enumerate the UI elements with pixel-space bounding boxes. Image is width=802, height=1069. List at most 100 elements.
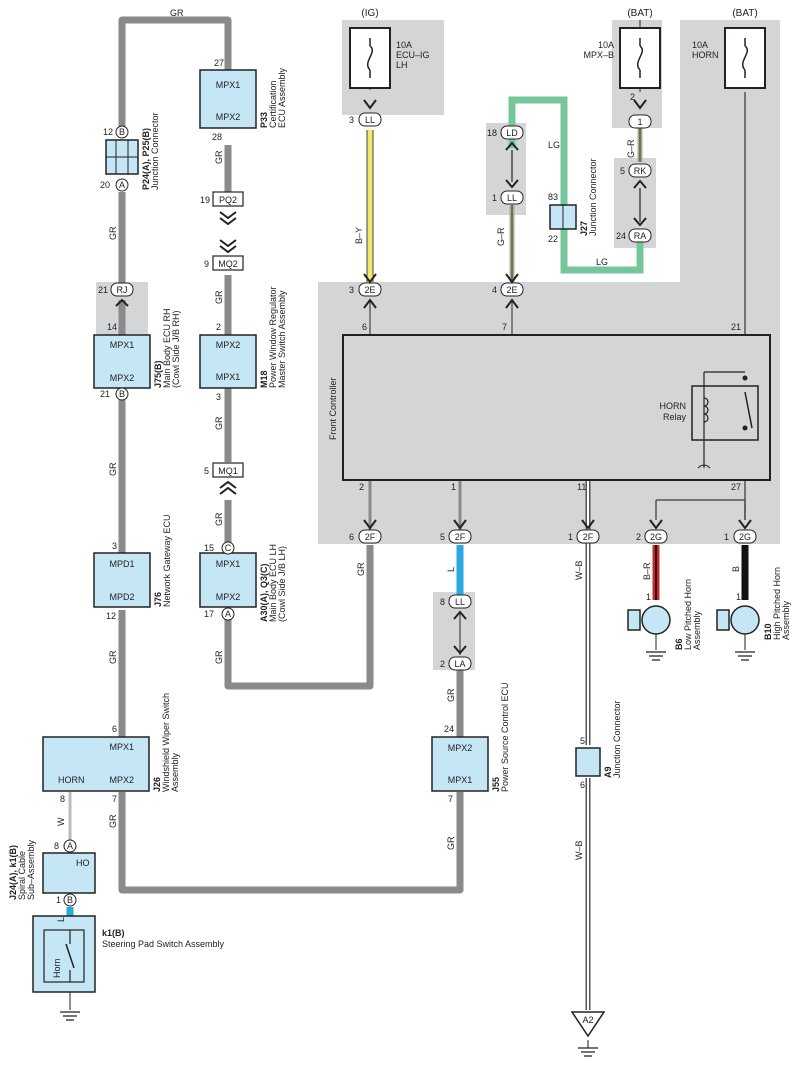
- relay-name2: Relay: [663, 412, 687, 422]
- svg-text:(Cowl Side J/B LH): (Cowl Side J/B LH): [277, 546, 287, 622]
- k1-code: k1(B): [102, 928, 125, 938]
- svg-text:Junction Connector: Junction Connector: [588, 158, 598, 236]
- svg-text:3: 3: [349, 285, 354, 295]
- svg-text:GR: GR: [108, 462, 118, 476]
- svg-text:2E: 2E: [506, 285, 517, 295]
- j27-junction-connector: 83 22 J27 Junction Connector: [548, 158, 598, 244]
- gray-thin-wires: [368, 480, 462, 530]
- svg-text:9: 9: [204, 259, 209, 269]
- connector-rj: RJ 21: [98, 282, 134, 307]
- svg-text:B: B: [731, 566, 741, 572]
- connector-ld: LD 18: [487, 125, 524, 151]
- fuse-mpx-b: [619, 27, 661, 89]
- connector-2e-a: 2E 3: [349, 273, 382, 309]
- b6-code: B6: [674, 638, 684, 650]
- wire-label-lg-1: LG: [548, 140, 560, 150]
- svg-text:3: 3: [112, 541, 117, 551]
- svg-text:Assembly: Assembly: [170, 752, 180, 792]
- svg-text:GR: GR: [214, 512, 224, 526]
- svg-text:A2: A2: [582, 1015, 593, 1025]
- svg-text:6: 6: [580, 780, 585, 790]
- svg-text:RA: RA: [634, 231, 647, 241]
- svg-text:1: 1: [736, 592, 741, 602]
- svg-text:22: 22: [548, 234, 558, 244]
- bat1-label: (BAT): [627, 8, 652, 19]
- fc-pin6: 6: [362, 322, 367, 332]
- fuse-mpx-rating: 10A: [598, 40, 614, 50]
- svg-text:7: 7: [112, 794, 117, 804]
- a30-code: A30(A), Q3(C): [259, 563, 269, 622]
- m18-code: M18: [259, 370, 269, 388]
- svg-text:MPX1: MPX1: [448, 775, 473, 785]
- wire-label-gr-green-1: G–R: [496, 227, 506, 246]
- svg-text:GR: GR: [214, 416, 224, 430]
- svg-text:B: B: [119, 389, 125, 399]
- connector-2f-3: 2F 1: [568, 519, 600, 544]
- svg-text:2: 2: [630, 92, 635, 102]
- b10-high-horn: 1 B10 High Pitched Horn Assembly: [716, 567, 791, 661]
- svg-text:Windshield Wiper Switch: Windshield Wiper Switch: [161, 693, 171, 792]
- svg-text:2: 2: [636, 532, 641, 542]
- svg-text:(Cowl Side J/B RH): (Cowl Side J/B RH): [171, 310, 181, 388]
- ground-a2: A2: [570, 1011, 606, 1057]
- connector-la: LA 2: [440, 645, 472, 671]
- svg-text:LL: LL: [365, 115, 375, 125]
- svg-text:MQ1: MQ1: [218, 466, 238, 476]
- j55-code: J55: [491, 777, 501, 792]
- svg-text:Assembly: Assembly: [781, 600, 791, 640]
- svg-text:MPX1: MPX1: [216, 559, 241, 569]
- svg-text:GR: GR: [108, 226, 118, 240]
- svg-text:8: 8: [60, 794, 65, 804]
- svg-text:GR: GR: [108, 650, 118, 664]
- svg-text:LL: LL: [507, 193, 517, 203]
- svg-text:4: 4: [492, 285, 497, 295]
- svg-text:LA: LA: [454, 659, 465, 669]
- svg-text:5: 5: [440, 532, 445, 542]
- fc-pin1: 1: [451, 482, 456, 492]
- fuse-mpx-name: MPX–B: [583, 50, 614, 60]
- svg-text:6: 6: [349, 532, 354, 542]
- svg-text:27: 27: [214, 58, 224, 68]
- j76-code: J76: [153, 592, 163, 607]
- svg-text:Assembly: Assembly: [692, 610, 702, 650]
- svg-text:14: 14: [107, 322, 117, 332]
- svg-text:GR: GR: [446, 836, 456, 850]
- svg-text:5: 5: [204, 466, 209, 476]
- svg-text:83: 83: [548, 192, 558, 202]
- p24-code: P24(A), P25(B): [141, 128, 151, 190]
- wire-labels: GR GR GR GR GR GR GR GR GR GR GR GR GR W…: [56, 8, 741, 922]
- fuse-ecu-side: LH: [396, 60, 408, 70]
- svg-text:2: 2: [440, 659, 445, 669]
- svg-text:L: L: [56, 917, 66, 922]
- svg-text:MPX2: MPX2: [216, 112, 241, 122]
- svg-text:24: 24: [616, 231, 626, 241]
- front-controller: Front Controller 6 7 21 2 1 11 27: [328, 322, 771, 492]
- svg-text:19: 19: [200, 195, 210, 205]
- connector-pq2: PQ2 19: [200, 191, 244, 226]
- svg-text:MPX2: MPX2: [216, 592, 241, 602]
- svg-text:3: 3: [349, 115, 354, 125]
- svg-text:Network Gateway ECU: Network Gateway ECU: [162, 514, 172, 607]
- svg-text:B–R: B–R: [642, 562, 652, 580]
- svg-text:24: 24: [444, 724, 454, 734]
- connector-ra: RA 24: [616, 217, 652, 243]
- p24-junction-connector: B 12 A 20 P24(A), P25(B) Junction Connec…: [100, 112, 160, 192]
- svg-text:8: 8: [54, 841, 59, 851]
- svg-text:Low Pitched Horn: Low Pitched Horn: [683, 579, 693, 650]
- svg-text:MPX1: MPX1: [109, 742, 134, 752]
- svg-text:MPX1: MPX1: [216, 372, 241, 382]
- svg-text:GR: GR: [446, 688, 456, 702]
- connector-2f-2: 2F 5: [440, 519, 472, 544]
- fc-pin2: 2: [359, 482, 364, 492]
- svg-text:18: 18: [487, 128, 497, 138]
- wire-label-by: B–Y: [354, 227, 364, 244]
- j27-code: J27: [579, 221, 589, 236]
- svg-text:GR: GR: [108, 814, 118, 828]
- svg-text:L: L: [446, 567, 456, 572]
- gr-wires: [118, 16, 464, 894]
- svg-text:2F: 2F: [583, 532, 594, 542]
- ig-label: (IG): [361, 8, 378, 19]
- svg-text:LL: LL: [455, 597, 465, 607]
- fc-pin21: 21: [731, 322, 741, 332]
- svg-text:Main Body ECU RH: Main Body ECU RH: [162, 308, 172, 388]
